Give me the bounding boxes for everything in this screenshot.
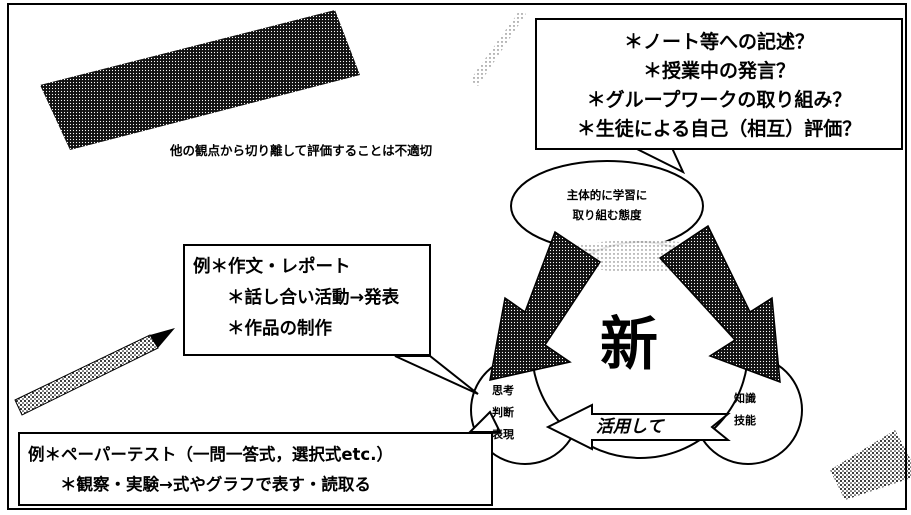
callout-line: ＊グループワークの取り組み？ [586, 89, 852, 111]
callout-line: ＊授業中の発言？ [642, 60, 795, 82]
callout-line: ＊作品の制作 [227, 319, 332, 339]
right-down-arrow [658, 224, 781, 384]
top-callout-box: ＊ノート等への記述？ ＊授業中の発言？ ＊グループワークの取り組み？ ＊生徒によ… [535, 18, 903, 150]
pencil-icon [14, 328, 175, 416]
attitude-label: 主体的に学習に 取り組む態度 [566, 188, 648, 222]
middle-callout-box: 例＊作文・レポート ＊話し合い活動→発表 ＊作品の制作 [183, 244, 431, 356]
center-character: 新 [600, 310, 659, 378]
bottom-callout-box: 例＊ペーパーテスト（一問一答式，選択式etc.） ＊観察・実験→式やグラフで表す… [18, 432, 493, 506]
chalkboard-eraser-icon [40, 10, 360, 150]
callout-line: ＊観察・実験→式やグラフで表す・読取る [60, 475, 371, 494]
thinking-label: 思考 判断 表現 [492, 384, 514, 441]
chalk-stick-icon [830, 430, 911, 500]
callout-line: 例＊ペーパーテスト（一問一答式，選択式etc.） [28, 445, 393, 464]
board-frame [7, 3, 907, 510]
note-text: 他の観点から切り離して評価することは不適切 [170, 143, 433, 158]
left-down-arrow [489, 230, 602, 381]
knowledge-label: 知識 技能 [734, 392, 756, 427]
callout-line: ＊生徒による自己（相互）評価？ [576, 118, 862, 140]
mid-box-tail [394, 355, 479, 395]
callout-line: ＊話し合い活動→発表 [227, 288, 400, 308]
pencil-icon [470, 10, 526, 86]
apply-arrow-label: 活用して [596, 417, 664, 437]
apply-arrow [545, 403, 731, 451]
callout-line: ＊ノート等への記述？ [623, 31, 814, 53]
callout-line: 例＊作文・レポート [193, 257, 351, 277]
